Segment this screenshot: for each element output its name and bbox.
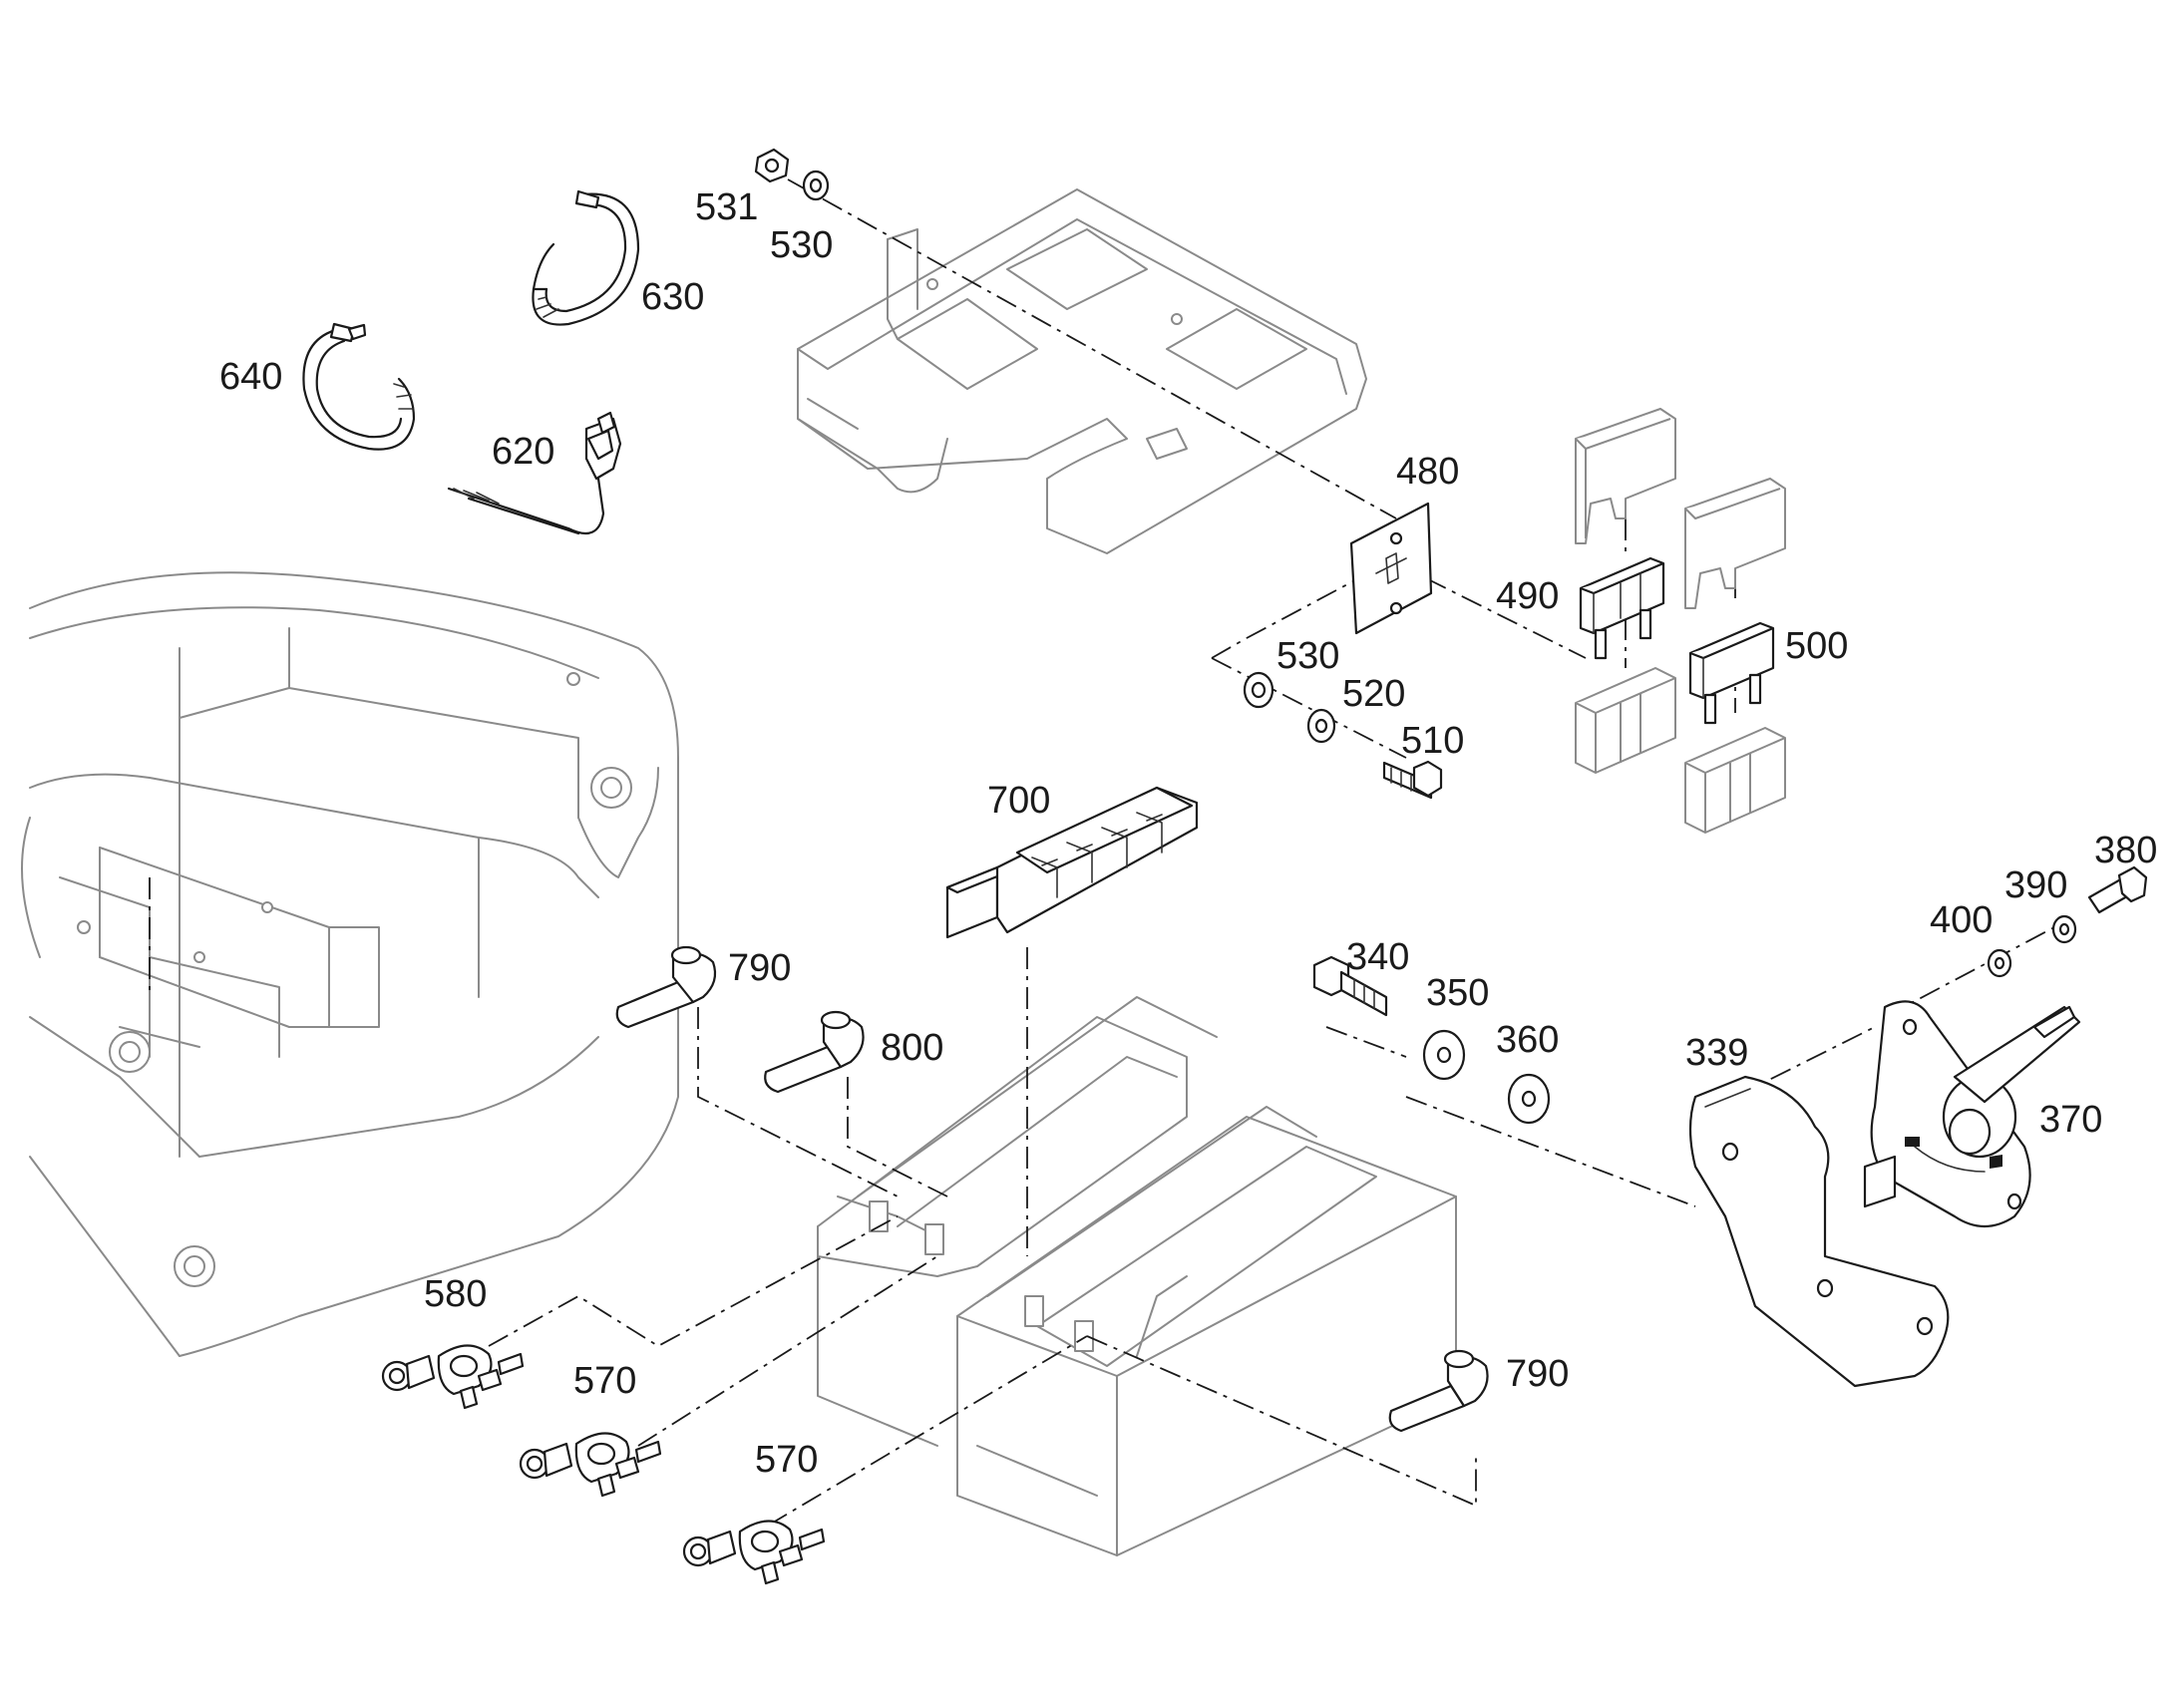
label-400: 400	[1930, 899, 1993, 941]
label-339: 339	[1685, 1032, 1748, 1074]
battery-tray	[797, 188, 1367, 554]
label-390: 390	[2004, 864, 2067, 906]
fuse-box-700	[945, 786, 1199, 939]
label-800: 800	[881, 1027, 943, 1069]
strap-620	[447, 411, 622, 535]
label-510: 510	[1401, 720, 1464, 762]
label-700: 700	[987, 780, 1050, 822]
battery-clamp-570-upper	[519, 1432, 662, 1498]
nut-531	[754, 148, 790, 183]
washer-520	[1306, 708, 1336, 744]
label-790-bottom: 790	[1506, 1353, 1569, 1395]
label-640: 640	[219, 356, 282, 398]
label-340: 340	[1346, 936, 1409, 978]
label-520: 520	[1342, 673, 1405, 715]
terminal-boot-790-top	[615, 945, 717, 1029]
label-790-top: 790	[728, 947, 791, 989]
label-380: 380	[2094, 830, 2157, 871]
fuse-500	[1688, 621, 1775, 725]
label-620: 620	[492, 431, 554, 473]
washer-350	[1422, 1029, 1466, 1081]
fuse-490	[1579, 556, 1665, 660]
cable-tie-630	[532, 189, 640, 326]
isolator-switch-370	[1863, 1000, 2081, 1227]
label-531: 531	[695, 186, 758, 228]
fuse-base-490	[1575, 667, 1676, 774]
label-530-mid: 530	[1276, 635, 1339, 677]
cable-tie-640	[302, 322, 416, 451]
bolt-380	[2087, 865, 2148, 914]
terminal-boot-790-bottom	[1388, 1349, 1489, 1433]
label-530-top: 530	[770, 224, 833, 266]
mounting-plate-480	[1349, 502, 1433, 635]
fuse-holder-500	[1684, 478, 1786, 609]
label-350: 350	[1426, 972, 1489, 1014]
part-labels: 531 530 630 640 620 480 490 500 530 520 …	[219, 186, 2157, 1481]
bolt-510	[1382, 760, 1443, 800]
washer-530-mid	[1243, 671, 1274, 709]
leader-lines	[149, 178, 2055, 1527]
label-370: 370	[2039, 1099, 2102, 1141]
label-490: 490	[1496, 575, 1559, 617]
washer-360	[1507, 1073, 1551, 1125]
battery-clamp-580	[381, 1344, 525, 1410]
label-480: 480	[1396, 451, 1459, 493]
washer-530-top	[802, 170, 830, 201]
label-630: 630	[641, 276, 704, 318]
label-580: 580	[424, 1273, 487, 1315]
washer-400	[1987, 948, 2012, 978]
terminal-boot-800	[764, 1010, 865, 1094]
label-360: 360	[1496, 1019, 1559, 1061]
bracket-339	[1688, 1075, 1950, 1388]
washer-390	[2051, 914, 2077, 944]
bolt-340	[1312, 955, 1388, 1017]
fuse-base-500	[1684, 727, 1786, 834]
fuse-holder-490	[1575, 408, 1676, 544]
batteries	[817, 996, 1457, 1556]
label-500: 500	[1785, 625, 1848, 667]
label-570-upper: 570	[573, 1360, 636, 1402]
label-570-lower: 570	[755, 1439, 818, 1481]
battery-clamp-570-lower	[682, 1520, 826, 1585]
chassis-frame	[21, 571, 679, 1357]
